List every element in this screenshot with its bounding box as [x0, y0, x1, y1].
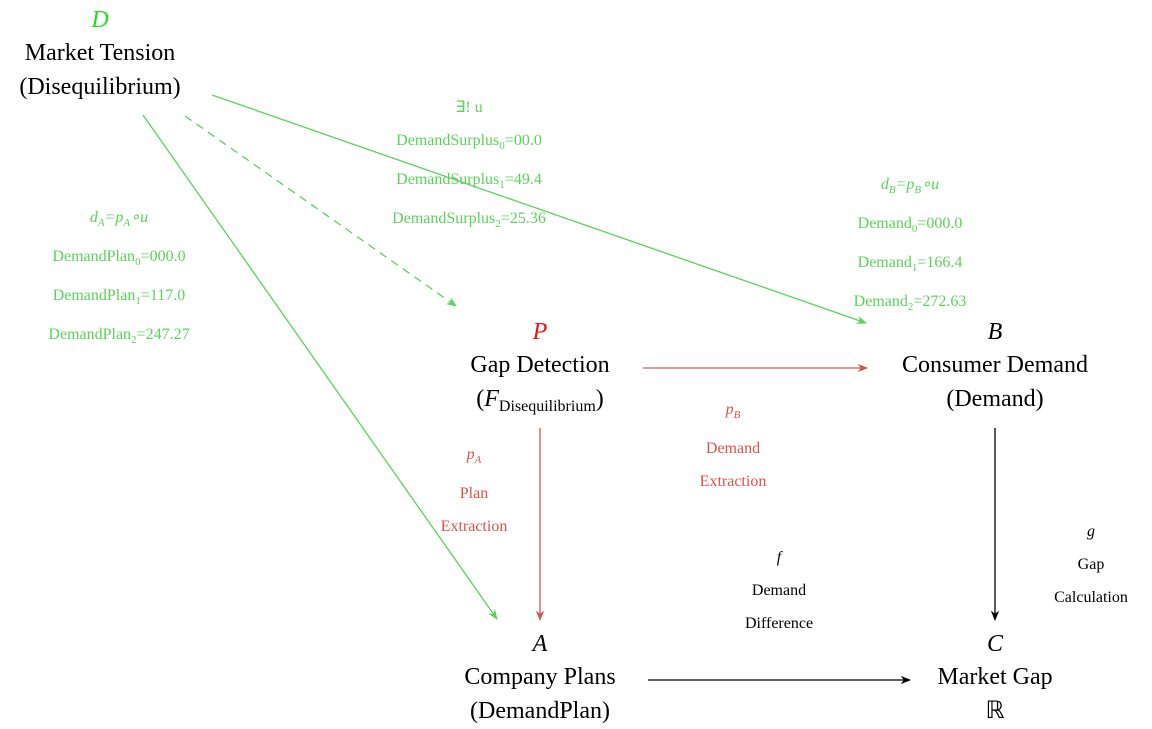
node-C-symbol: C: [986, 631, 1004, 657]
edge-dA-D-to-A: [142, 114, 498, 620]
edge-pB-label: pB Demand Extraction: [700, 393, 767, 498]
node-company-plans: A Company Plans (DemandPlan): [464, 628, 615, 728]
functor-symbol: F: [484, 386, 499, 412]
paren-close: ): [595, 386, 604, 412]
node-consumer-demand: B Consumer Demand (Demand): [902, 316, 1088, 416]
edge-u-line: DemandSurplus1=49.4: [396, 171, 542, 191]
edge-g-symbol: g: [1086, 523, 1095, 540]
edge-f-line: Demand: [751, 582, 807, 599]
edge-u-label: ∃! u DemandSurplus0=00.0 DemandSurplus1=…: [392, 91, 546, 241]
node-D-symbol: D: [91, 7, 109, 33]
edge-dA-symbol: dA=pA∘u: [89, 209, 149, 229]
edge-pB-symbol: pB: [725, 401, 741, 421]
edge-f-line: Difference: [744, 615, 814, 632]
edge-f-symbol: f: [776, 549, 782, 566]
edge-g-line: Gap: [1077, 556, 1105, 573]
edge-dA-line: DemandPlan2=247.27: [48, 326, 190, 346]
edge-pA-line: Extraction: [440, 518, 508, 535]
edge-dB-label: dB=pB∘u Demand0=000.0 Demand1=166.4 Dema…: [854, 168, 967, 324]
edge-dB-line: Demand2=272.63: [853, 293, 967, 313]
node-A-title: Company Plans: [464, 664, 616, 690]
edge-pB-line: Demand: [705, 440, 761, 457]
edge-dB-D-to-B: [211, 94, 867, 324]
edge-dB-line: Demand0=000.0: [857, 215, 963, 235]
node-P-title: Gap Detection: [470, 352, 610, 378]
node-A-subtitle: (DemandPlan): [470, 698, 610, 724]
edge-g-label: g Gap Calculation: [1054, 515, 1128, 614]
node-B-subtitle: (Demand): [946, 386, 1044, 412]
node-B-symbol: B: [987, 319, 1003, 345]
edge-f-label: f Demand Difference: [745, 541, 813, 640]
edge-u-line: DemandSurplus2=25.36: [392, 210, 546, 230]
node-P-subtitle: (FDisequilibrium): [470, 382, 609, 424]
node-P-symbol: P: [532, 319, 548, 345]
edge-dA-line: DemandPlan1=117.0: [52, 287, 186, 307]
node-A-symbol: A: [532, 631, 548, 657]
edge-dB-line: Demand1=166.4: [857, 254, 963, 274]
edge-pA-symbol: pA: [466, 446, 482, 466]
edge-pA-label: pA Plan Extraction: [441, 438, 508, 543]
node-B-title: Consumer Demand: [902, 352, 1088, 378]
node-D-subtitle: (Disequilibrium): [19, 74, 181, 100]
edge-dB-symbol: dB=pB∘u: [880, 176, 940, 196]
paren-open: (: [476, 386, 485, 412]
functor-subscript: Disequilibrium: [498, 398, 596, 415]
node-D-title: Market Tension: [24, 40, 176, 66]
node-C-subtitle: ℝ: [985, 698, 1005, 724]
edge-dA-label: dA=pA∘u DemandPlan0=000.0 DemandPlan1=11…: [48, 201, 189, 357]
node-market-tension: D Market Tension (Disequilibrium): [19, 4, 180, 104]
edge-g-line: Calculation: [1054, 589, 1128, 606]
node-C-title: Market Gap: [937, 664, 1053, 690]
node-market-gap: C Market Gap ℝ: [937, 628, 1052, 728]
edge-pB-line: Extraction: [699, 473, 767, 490]
edge-pA-line: Plan: [459, 485, 489, 502]
edge-u-symbol: ∃! u: [455, 99, 483, 116]
edge-dA-line: DemandPlan0=000.0: [52, 248, 186, 268]
node-gap-detection: P Gap Detection (FDisequilibrium): [470, 316, 609, 424]
edge-u-line: DemandSurplus0=00.0: [396, 132, 542, 152]
